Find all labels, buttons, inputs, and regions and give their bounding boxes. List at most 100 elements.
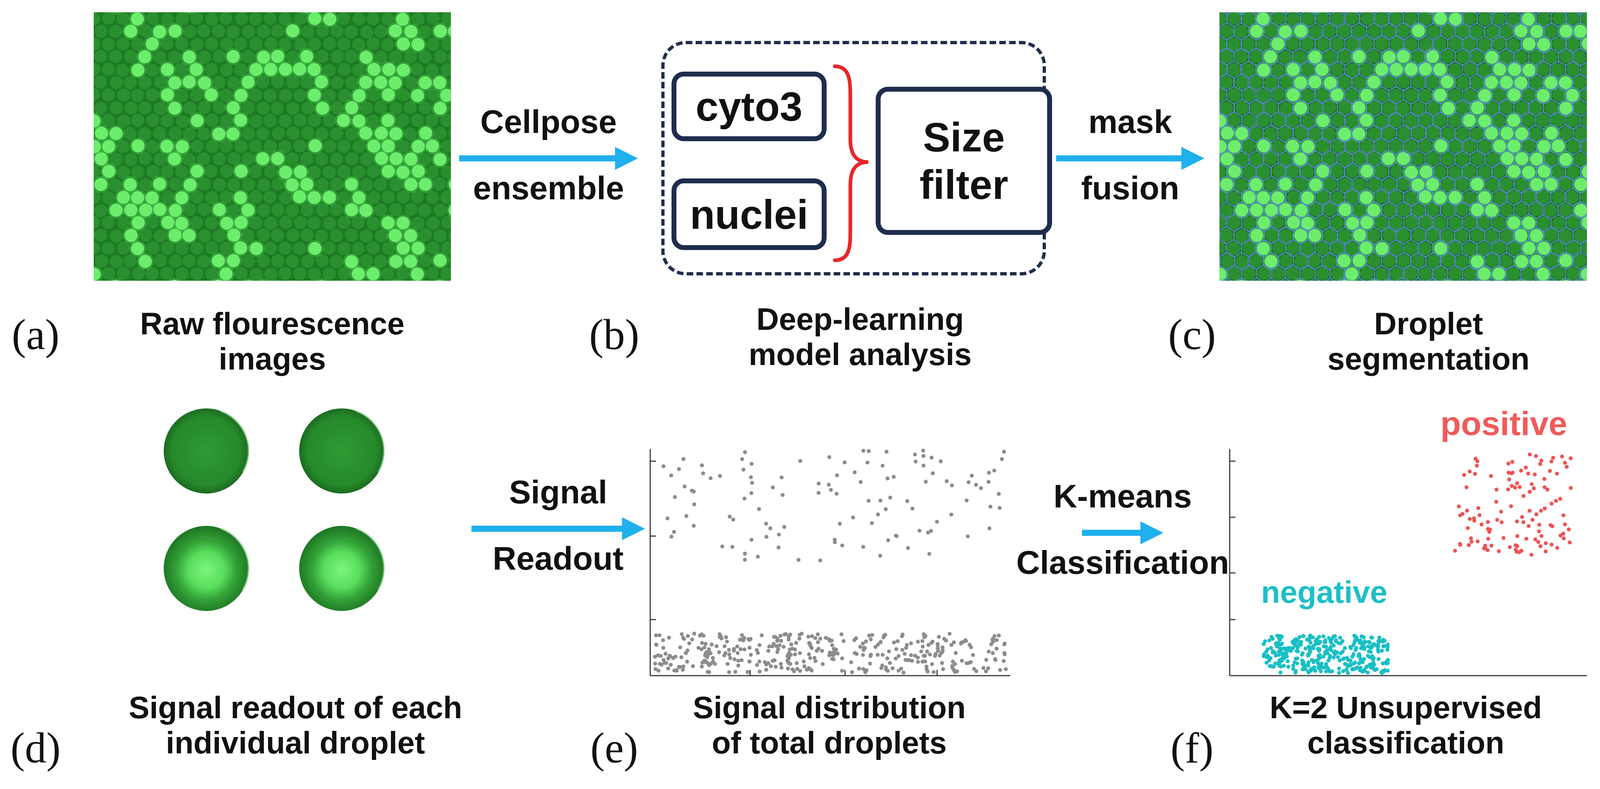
droplet: [271, 49, 285, 64]
droplet: [367, 62, 381, 76]
droplet: [292, 190, 307, 204]
mask-outline: [1270, 61, 1286, 79]
droplet: [278, 62, 292, 76]
mask-outline: [1432, 35, 1448, 53]
droplet: [270, 24, 284, 38]
mask-outline: [1255, 35, 1271, 54]
droplet: [1309, 24, 1323, 39]
droplet: [109, 126, 123, 140]
mask-outline: [1284, 112, 1301, 130]
droplet: [433, 203, 447, 217]
droplet-glow: [1291, 99, 1310, 118]
droplet: [101, 37, 115, 51]
mask-outline: [1491, 162, 1507, 181]
droplet: [124, 24, 138, 38]
droplet: [160, 266, 174, 280]
droplet: [381, 38, 395, 52]
mask-outline: [1329, 35, 1346, 53]
droplet: [1397, 203, 1411, 217]
droplet-glow: [93, 175, 110, 194]
droplet: [153, 202, 167, 217]
droplet: [1396, 24, 1410, 38]
droplet-glow: [107, 201, 125, 219]
mask-outline: [1506, 188, 1522, 206]
droplet: [160, 63, 174, 77]
droplet: [411, 241, 425, 255]
droplet: [278, 241, 292, 255]
droplet: [138, 101, 152, 115]
droplet: [425, 190, 440, 204]
mask-outline: [1403, 163, 1419, 182]
droplet: [1426, 49, 1440, 64]
droplet: [426, 216, 440, 230]
mask-outline: [1528, 226, 1544, 245]
droplet: [1256, 241, 1270, 255]
mask-outline: [1366, 201, 1382, 219]
droplet-glow: [431, 150, 449, 169]
mask-outline: [1373, 137, 1389, 155]
droplet-glow: [1513, 252, 1531, 271]
droplet: [322, 216, 336, 230]
droplet: [1507, 164, 1521, 179]
droplet: [1286, 139, 1300, 153]
droplet: [116, 266, 130, 280]
droplet-glow: [313, 99, 332, 118]
droplet: [337, 113, 351, 127]
droplet: [94, 126, 109, 140]
droplet-glow: [364, 265, 382, 281]
droplet: [374, 126, 388, 140]
droplet-glow: [409, 36, 427, 54]
mask-outline: [1300, 86, 1316, 105]
droplet: [205, 37, 219, 51]
droplet: [234, 88, 248, 102]
droplet: [344, 177, 359, 191]
droplet: [153, 126, 167, 140]
mask-outline: [1558, 22, 1574, 41]
mask-outline: [1528, 99, 1544, 117]
droplet: [366, 241, 380, 255]
droplet: [168, 228, 182, 242]
mask-outline: [1278, 227, 1294, 245]
droplet-glow: [276, 60, 294, 78]
droplet: [124, 101, 138, 115]
droplet: [1404, 62, 1418, 76]
droplet-glow: [446, 201, 451, 219]
droplet-glow: [1520, 35, 1538, 53]
mask-outline: [1219, 99, 1221, 118]
mask-outline: [1351, 201, 1367, 220]
mask-outline: [1499, 124, 1515, 142]
mask-outline: [1514, 99, 1530, 118]
mask-outline: [1248, 124, 1264, 143]
droplet: [190, 139, 204, 153]
mask-outline: [1513, 74, 1529, 92]
mask-outline: [1321, 125, 1337, 143]
mask-outline: [1565, 35, 1581, 53]
mask-outline: [1249, 226, 1265, 245]
droplet: [205, 113, 219, 127]
mask-outline: [1293, 74, 1309, 92]
droplet-glow: [240, 278, 258, 281]
droplet: [1507, 38, 1521, 52]
mask-outline: [1411, 124, 1427, 142]
droplet: [182, 254, 196, 268]
mask-outline: [1300, 189, 1316, 207]
droplet-glow: [1219, 175, 1236, 194]
droplet: [211, 279, 226, 281]
droplet: [161, 190, 175, 204]
droplet: [153, 280, 167, 281]
droplet: [205, 63, 219, 77]
mask-outline: [1558, 124, 1574, 143]
mask-outline: [1351, 74, 1367, 92]
droplet-glow: [306, 239, 324, 257]
droplet: [418, 203, 432, 217]
droplet: [249, 88, 263, 102]
droplet: [168, 76, 182, 90]
droplet: [1352, 254, 1366, 268]
mask-outline: [1381, 176, 1398, 194]
droplet: [337, 12, 351, 25]
droplet: [138, 280, 152, 281]
droplet-glow: [431, 22, 449, 40]
droplet-glow: [320, 188, 339, 206]
droplet: [1228, 139, 1242, 154]
mask-outline: [1277, 22, 1294, 41]
